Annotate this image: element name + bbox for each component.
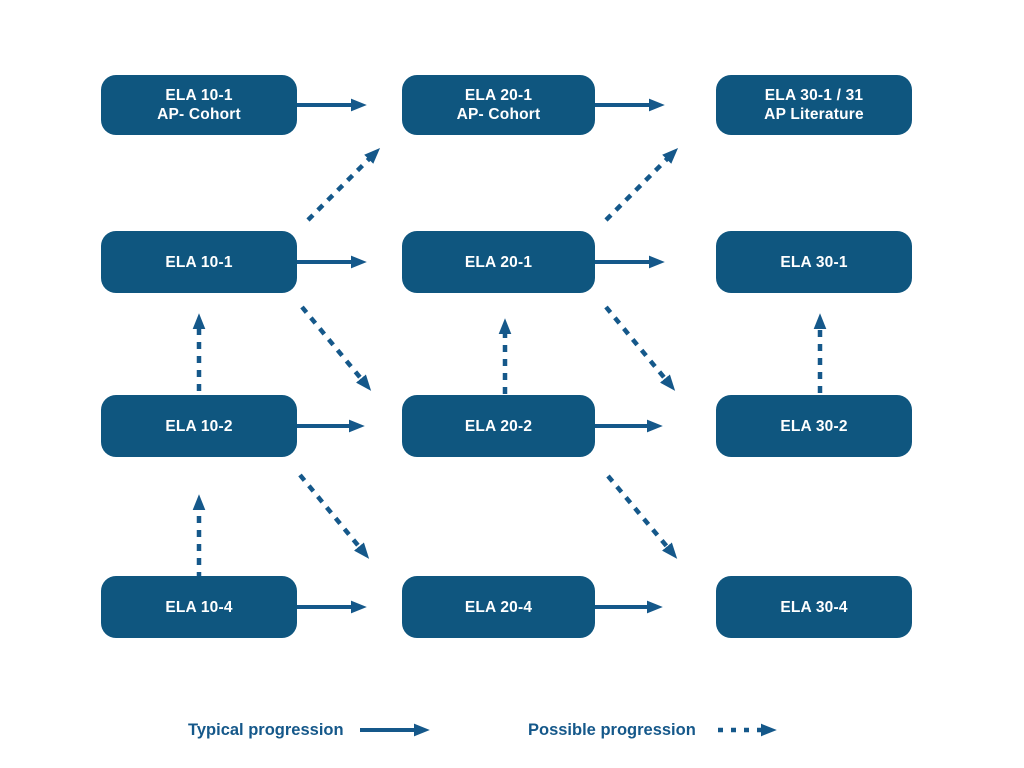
node-ela-10-2: ELA 10-2: [101, 395, 297, 457]
possible-arrow-10-1-20-2: [300, 305, 372, 391]
legend-typical-label: Typical progression: [188, 721, 344, 739]
node-label-line1: ELA 10-1: [165, 253, 233, 271]
node-label-line2: AP- Cohort: [157, 106, 241, 123]
node-ela-20-4: ELA 20-4: [402, 576, 595, 638]
possible-arrow-20-1-30-2: [604, 305, 676, 391]
node-ela-10-4: ELA 10-4: [101, 576, 297, 638]
possible-arrow-20-1-30-1ap: [604, 147, 679, 222]
node-label-line1: ELA 10-2: [165, 417, 233, 435]
node-label-line2: AP Literature: [764, 106, 864, 123]
node-ela-30-2: ELA 30-2: [716, 395, 912, 457]
possible-arrow-10-1-20-1ap: [306, 147, 381, 222]
node-ela-30-4: ELA 30-4: [716, 576, 912, 638]
node-label-line1: ELA 20-2: [464, 417, 533, 435]
possible-arrow-10-2-20-4: [298, 473, 370, 559]
node-label-line1: ELA 20-4: [464, 598, 533, 616]
node-label-line1: ELA 30-4: [780, 598, 848, 616]
node-ela-10-1-ap-cohort: ELA 10-1 AP- Cohort: [101, 75, 297, 135]
node-ela-20-1-ap-cohort: ELA 20-1 AP- Cohort: [402, 75, 595, 135]
node-label-line1: ELA 20-1: [464, 253, 533, 271]
node-ela-20-1: ELA 20-1: [402, 231, 595, 293]
node-ela-20-2: ELA 20-2: [402, 395, 595, 457]
node-ela-30-1-31-ap-literature: ELA 30-1 / 31 AP Literature: [716, 75, 912, 135]
node-label-line1: ELA 30-1 / 31: [764, 87, 864, 104]
node-label-line1: ELA 10-4: [165, 598, 233, 616]
node-label-line1: ELA 30-2: [780, 417, 848, 435]
node-label-line1: ELA 30-1: [780, 253, 848, 271]
node-ela-30-1: ELA 30-1: [716, 231, 912, 293]
node-label-line2: AP- Cohort: [456, 106, 541, 123]
node-label-line1: ELA 20-1: [464, 87, 533, 104]
node-ela-10-1: ELA 10-1: [101, 231, 297, 293]
possible-arrow-20-2-30-4: [606, 474, 678, 559]
legend-possible-label: Possible progression: [528, 721, 696, 739]
node-label-line1: ELA 10-1: [165, 87, 233, 104]
